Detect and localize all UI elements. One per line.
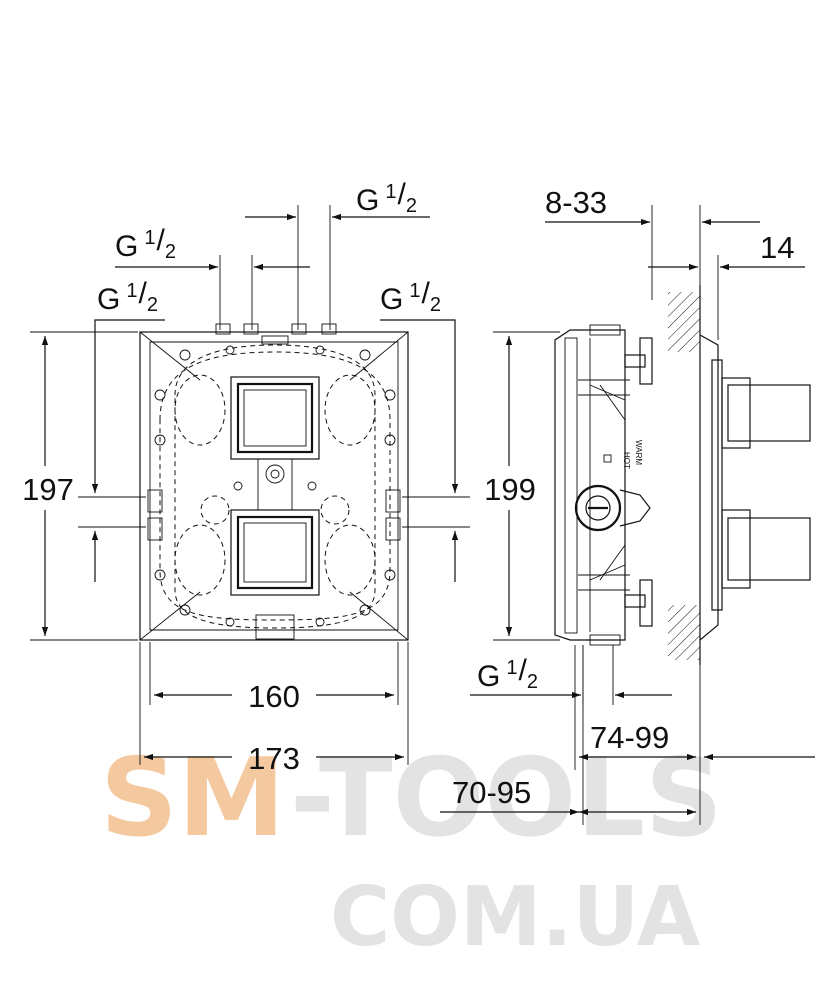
front-view: 197 199 160 173: [22, 178, 560, 776]
dim-14: 14: [648, 230, 805, 340]
dim-74-99: 74-99: [574, 645, 815, 825]
plate-inner-edge: [149, 341, 399, 631]
top-ports: [215, 323, 337, 345]
mounting-plate: [139, 331, 409, 641]
dim-height-197: 197: [22, 331, 138, 641]
upper-valve-square: [230, 376, 320, 460]
depth-label-70-95: 70-95: [452, 775, 531, 810]
stop-valves-side: [624, 337, 653, 627]
watermark-domain: COM.UA: [330, 870, 701, 965]
dim-height-199: 199: [484, 331, 560, 641]
depth-label-74-99: 74-99: [590, 720, 669, 755]
lower-valve-square: [230, 509, 320, 596]
valve-body-side: [554, 324, 651, 646]
outlet-pipe-upper: [721, 377, 751, 449]
width-label-160: 160: [248, 679, 300, 714]
outlet-pipe-lower: [721, 509, 751, 589]
flange-side: [699, 334, 811, 641]
hot-label: HOT: [622, 452, 631, 469]
center-connector: [233, 458, 317, 511]
valve-body-outline: [159, 344, 391, 629]
bottom-port: [255, 614, 295, 640]
wall-hatch-top: [668, 292, 700, 352]
wall-range-label: 8-33: [545, 185, 607, 220]
width-label-173: 173: [248, 741, 300, 776]
warm-label: WARM: [634, 440, 643, 465]
height-label-199: 199: [484, 472, 536, 507]
side-ports: [147, 489, 401, 541]
dim-70-95: 70-95: [440, 645, 696, 825]
mounting-holes: [154, 345, 396, 627]
dim-width-160: 160: [149, 642, 399, 714]
side-view: HOT WARM 8-33: [440, 185, 815, 825]
watermark: SM -TOOLS COM.UA: [100, 736, 723, 965]
height-label-197: 197: [22, 472, 74, 507]
offset-label: 14: [760, 230, 794, 265]
dim-width-173: 173: [139, 642, 409, 776]
wall-hatch-bottom: [668, 605, 700, 660]
dim-8-33: 8-33: [545, 185, 760, 300]
